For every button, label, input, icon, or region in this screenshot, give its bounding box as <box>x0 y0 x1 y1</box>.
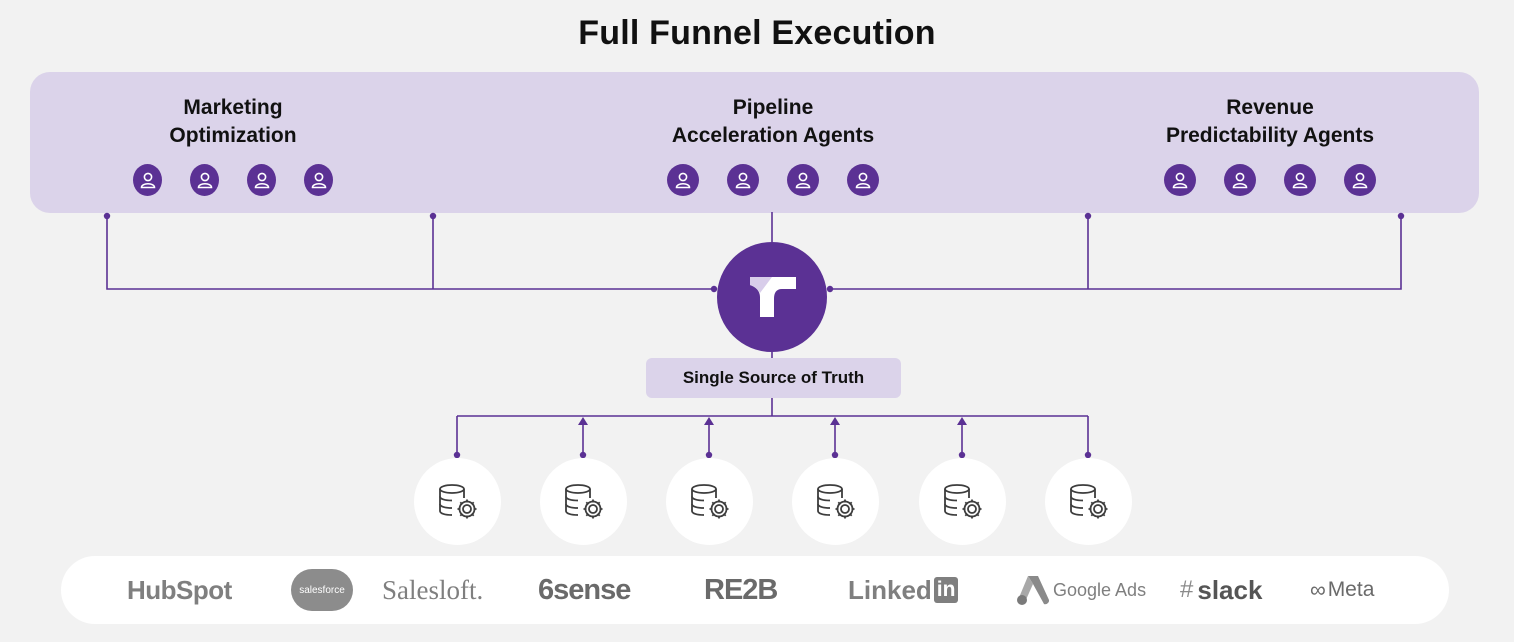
connector-dot <box>705 451 713 459</box>
data-source-node <box>1045 458 1132 545</box>
user-icon <box>1344 164 1376 196</box>
arrow-up-icon <box>830 417 840 425</box>
connector-line <box>829 216 1402 290</box>
user-icon <box>787 164 819 196</box>
page-title: Full Funnel Execution <box>578 14 936 52</box>
connector-dot <box>710 285 718 293</box>
connector-dot <box>103 212 111 220</box>
hub-logo <box>717 242 827 352</box>
user-icon <box>1224 164 1256 196</box>
connector-dot <box>579 451 587 459</box>
group-label-line2: Optimization <box>169 124 297 147</box>
linkedin-badge-icon: in <box>933 577 959 603</box>
salesforce-cloud-icon: salesforce <box>291 569 353 611</box>
user-icon <box>190 164 219 196</box>
group-label-line1: Revenue <box>1226 96 1314 119</box>
logo-hubspot: HubSpot <box>127 574 232 605</box>
database-gear-icon <box>943 483 981 518</box>
user-icon <box>1164 164 1196 196</box>
logo-salesloft: Salesloft. <box>382 574 484 605</box>
connector-dot <box>826 285 834 293</box>
funnel-logo-icon <box>750 277 796 317</box>
connector-line <box>106 216 717 290</box>
data-source-node <box>666 458 753 545</box>
database-gear-icon <box>690 483 728 518</box>
connector-dot <box>831 451 839 459</box>
arrow-up-icon <box>957 417 967 425</box>
group-label-line1: Marketing <box>183 96 283 119</box>
database-gear-icon <box>564 483 602 518</box>
logo-meta: ∞ Meta <box>1310 577 1375 602</box>
connector-dot <box>958 451 966 459</box>
logo-salesforce: salesforce <box>291 556 353 624</box>
group-label-line1: Pipeline <box>732 96 814 119</box>
agent-group-pipeline: Pipeline Acceleration Agents <box>643 94 903 196</box>
logo-slack: # slack <box>1180 574 1263 605</box>
group-label-line2: Acceleration Agents <box>671 124 875 147</box>
integrations-logo-bar: HubSpot salesforce Salesloft. 6sense RE2… <box>61 556 1449 624</box>
arrow-up-icon <box>578 417 588 425</box>
data-source-node <box>414 458 501 545</box>
database-gear-icon <box>1069 483 1107 518</box>
user-icon <box>247 164 276 196</box>
logo-google-ads: Google Ads <box>1016 556 1146 624</box>
logo-6sense: 6sense <box>538 573 631 606</box>
agent-group-marketing: Marketing Optimization <box>133 94 333 196</box>
arrow-up-icon <box>704 417 714 425</box>
logo-re2b: RE2B <box>704 573 778 606</box>
database-gear-icon <box>438 483 476 518</box>
user-icon <box>727 164 759 196</box>
user-icon <box>1284 164 1316 196</box>
group-label-line2: Predictability Agents <box>1165 124 1375 147</box>
data-source-node <box>792 458 879 545</box>
connector-dot <box>1084 451 1092 459</box>
data-source-node <box>919 458 1006 545</box>
database-gear-icon <box>816 483 854 518</box>
agents-panel: Marketing Optimization Pipeline Accelera… <box>30 72 1479 213</box>
meta-infinity-icon: ∞ <box>1310 577 1326 602</box>
connector-dot <box>1397 212 1405 220</box>
logo-linkedin: Linked in <box>848 556 959 624</box>
user-icon <box>133 164 162 196</box>
user-icon <box>304 164 333 196</box>
slack-hash-icon: # <box>1180 576 1194 603</box>
connector-dot <box>1084 212 1092 220</box>
single-source-of-truth: Single Source of Truth <box>646 358 901 398</box>
user-icon <box>847 164 879 196</box>
user-icon <box>667 164 699 196</box>
agent-group-revenue: Revenue Predictability Agents <box>1140 94 1400 196</box>
connector-dot <box>453 451 461 459</box>
connector-dot <box>429 212 437 220</box>
google-ads-icon <box>1017 576 1050 605</box>
data-source-node <box>540 458 627 545</box>
